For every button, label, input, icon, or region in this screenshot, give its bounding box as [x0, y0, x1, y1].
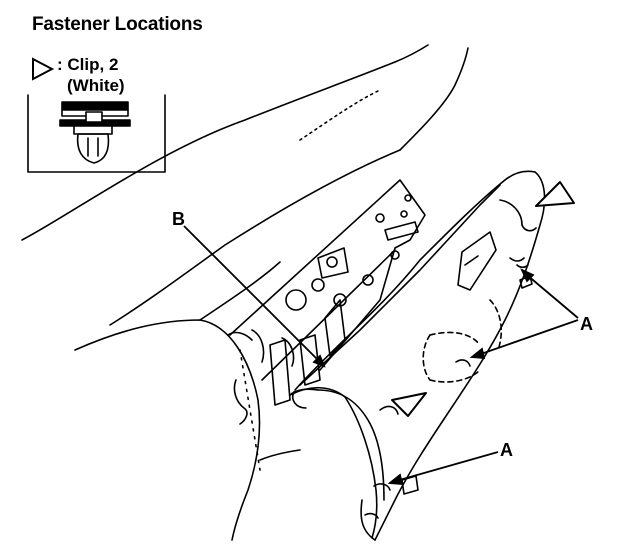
leader-line-a-upper-2 [477, 319, 579, 356]
clip-location-triangle-upper-icon [535, 181, 575, 207]
callout-a-upper: A [580, 314, 593, 334]
clip-legend-sublabel: (White) [67, 76, 125, 95]
leader-line-a-lower [395, 451, 499, 482]
callout-b: B [172, 209, 185, 229]
leader-line-b [183, 225, 321, 363]
page-title: Fastener Locations [32, 14, 203, 35]
clip-legend-label: : Clip, 2 [57, 55, 119, 74]
callout-a-lower: A [500, 440, 513, 460]
clip-location-triangle-lower-icon [391, 392, 427, 417]
leader-line-a-upper-1 [526, 274, 579, 319]
clip-detail-inset [27, 94, 166, 173]
clip-legend-triangle-icon [32, 57, 55, 81]
